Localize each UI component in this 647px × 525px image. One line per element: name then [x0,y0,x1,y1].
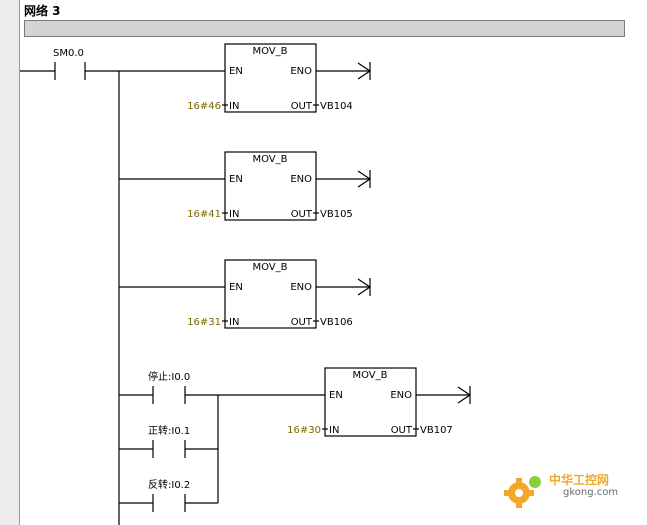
ladder-power-rail-gutter [0,0,20,525]
contact-label-stop: 停止:I0.0 [148,370,190,383]
box-in-pin: IN [229,209,239,220]
box-en-pin: EN [229,66,243,77]
box-out-pin: OUT [291,317,313,328]
box-en-pin: EN [329,390,343,401]
box-title: MOV_B [252,46,287,57]
box-eno-pin: ENO [290,282,312,293]
box-in-pin: IN [329,425,339,436]
box-out-value: VB106 [320,317,353,328]
box-eno-pin: ENO [290,174,312,185]
gear-logo-icon [504,476,541,508]
contact-label-forward: 正转:I0.1 [148,424,190,437]
contact-label-reverse: 反转:I0.2 [148,478,190,491]
box-en-pin: EN [229,174,243,185]
network-comment-bar[interactable] [24,20,625,37]
watermark-url: gkong.com [563,487,619,498]
box-out-value: VB104 [320,101,353,112]
box-in-value: 16#30 [287,425,321,436]
box-en-pin: EN [229,282,243,293]
box-in-pin: IN [229,317,239,328]
box-out-pin: OUT [291,209,313,220]
network-title: 网络 3 [24,4,61,18]
box-out-value: VB105 [320,209,353,220]
box-out-value: VB107 [420,425,453,436]
box-eno-pin: ENO [390,390,412,401]
box-title: MOV_B [252,262,287,273]
box-title: MOV_B [352,370,387,381]
box-out-pin: OUT [291,101,313,112]
box-in-pin: IN [229,101,239,112]
contact-label-sm0-0: SM0.0 [53,48,84,59]
box-in-value: 16#46 [187,101,221,112]
box-out-pin: OUT [391,425,413,436]
box-in-value: 16#31 [187,317,221,328]
box-in-value: 16#41 [187,209,221,220]
box-title: MOV_B [252,154,287,165]
watermark: 中华工控网 gkong.com [501,463,641,519]
eno-arrow-icon [357,62,472,404]
watermark-title: 中华工控网 [549,473,610,487]
box-eno-pin: ENO [290,66,312,77]
